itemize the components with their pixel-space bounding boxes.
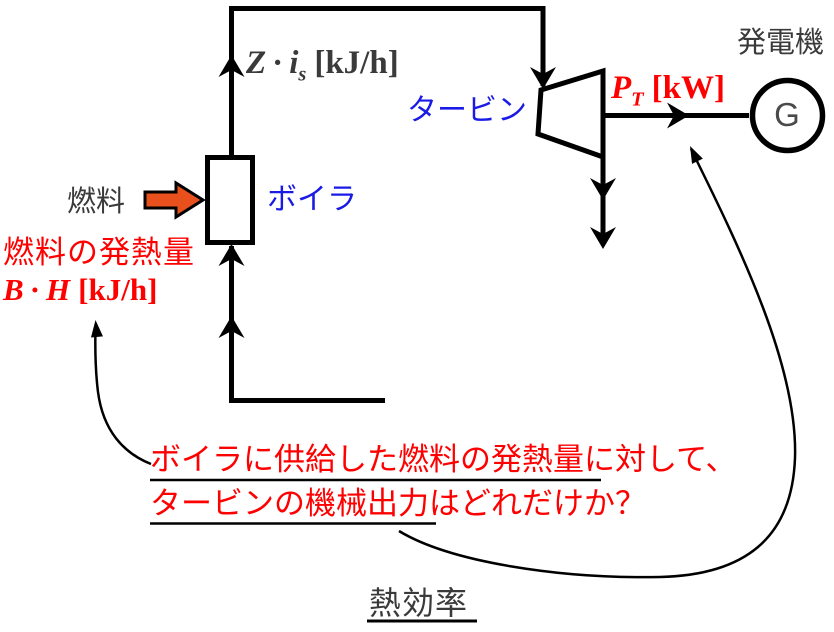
boiler-box (205, 155, 255, 245)
steam-energy-label: Z·is [kJ/h] (246, 47, 399, 85)
flow-arrowhead (218, 316, 245, 338)
flow-arrowhead (590, 178, 616, 200)
annotation-arrow-right (398, 148, 797, 579)
turbine-power-label: PT [kW] (611, 72, 725, 110)
turbine-label: タービン (407, 94, 527, 127)
turbine-symbol (535, 67, 606, 161)
fuel-arrow (143, 180, 206, 220)
flow-arrowhead (530, 67, 556, 89)
power-var-p: P (611, 70, 632, 106)
steam-var-z: Z (246, 45, 267, 81)
fuel-heat-formula: B·H[kJ/h] (3, 274, 157, 305)
question-line-1: ボイラに供給した燃料の発熱量に対して、 (150, 442, 737, 477)
flow-arrowhead (590, 227, 616, 249)
thermal-efficiency-label: 熱効率 (369, 585, 469, 621)
flow-arrowheads (218, 55, 689, 338)
fuel-heat-unit: [kJ/h] (78, 272, 158, 307)
fuel-heat-dot: · (29, 272, 41, 307)
annotation-arrowhead-left (91, 320, 103, 338)
steam-dot: · (272, 45, 284, 81)
fuel-heat-var-b: B (3, 272, 24, 307)
generator-circle (749, 77, 826, 154)
flow-arrowhead (218, 244, 245, 266)
steam-pipe (229, 6, 546, 157)
flow-arrowhead (667, 102, 689, 129)
annotation-arrowhead-right (690, 146, 703, 164)
steam-var-i: i (289, 45, 299, 81)
steam-unit: [kJ/h] (314, 45, 399, 81)
boiler-label: ボイラ (267, 183, 357, 216)
power-subscript: T (631, 88, 644, 111)
annotation-arrow-left (94, 326, 152, 466)
steam-subscript: s (298, 63, 307, 86)
power-unit: [kW] (651, 70, 725, 106)
question-line-2: タービンの機械出力はどれだけか？ (150, 486, 646, 521)
fuel-label: 燃料 (67, 186, 126, 218)
feedwater-pipe (229, 246, 385, 403)
flow-arrowhead (218, 55, 245, 77)
fuel-heat-title: 燃料の発熱量 (3, 235, 195, 270)
fuel-heat-var-h: H (46, 272, 71, 307)
generator-symbol-letter: G (774, 96, 800, 133)
generator-label: 発電機 (737, 27, 825, 59)
